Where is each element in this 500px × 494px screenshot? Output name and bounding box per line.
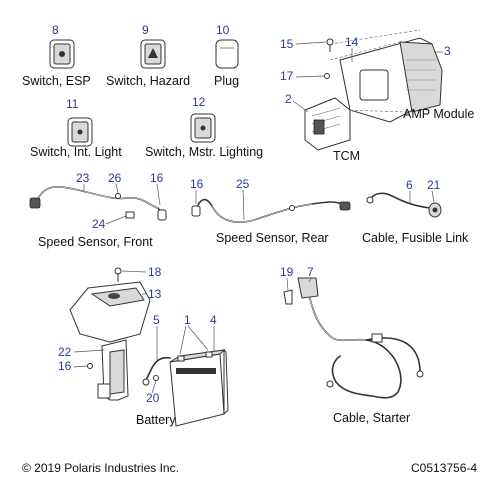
screw-18[interactable] <box>114 267 122 282</box>
callout-3: 3 <box>444 44 451 58</box>
label-cable-starter: Cable, Starter <box>333 411 410 425</box>
callout-19: 19 <box>280 265 294 279</box>
cable-starter-part[interactable] <box>297 277 424 399</box>
callout-13: 13 <box>148 287 162 301</box>
tcm-part[interactable] <box>304 97 351 151</box>
label-plug: Plug <box>214 74 239 88</box>
label-switch-esp: Switch, ESP <box>22 74 91 88</box>
callout-24: 24 <box>92 217 106 231</box>
label-amp-module: AMP Module <box>403 107 474 121</box>
callout-22: 22 <box>58 345 72 359</box>
speed-sensor-front-part[interactable] <box>29 186 167 221</box>
callout-16-rear: 16 <box>190 177 204 191</box>
amp-module-assembly[interactable] <box>329 29 443 123</box>
callout-16-front: 16 <box>150 171 164 185</box>
label-speed-sensor-front: Speed Sensor, Front <box>38 235 153 249</box>
label-speed-sensor-rear: Speed Sensor, Rear <box>216 231 329 245</box>
callout-14: 14 <box>345 35 359 49</box>
label-tcm: TCM <box>333 149 360 163</box>
screw-16-battery[interactable] <box>87 363 93 369</box>
callout-5: 5 <box>153 313 160 327</box>
callout-21: 21 <box>427 178 441 192</box>
speed-sensor-rear-part[interactable] <box>191 198 351 223</box>
label-switch-int-light: Switch, Int. Light <box>30 145 122 159</box>
cable-fusible-link-part[interactable] <box>366 192 442 218</box>
callout-26: 26 <box>108 171 122 185</box>
callout-17: 17 <box>280 69 294 83</box>
label-switch-mstr-lighting: Switch, Mstr. Lighting <box>145 145 263 159</box>
callout-6: 6 <box>406 178 413 192</box>
callout-23: 23 <box>76 171 90 185</box>
clip-19[interactable] <box>283 289 293 305</box>
copyright-text: © 2019 Polaris Industries Inc. <box>22 461 179 475</box>
callout-20: 20 <box>146 391 160 405</box>
callout-8: 8 <box>52 23 59 37</box>
switch-esp-part[interactable] <box>49 39 75 69</box>
screw-15[interactable] <box>326 38 334 52</box>
battery-bracket-part[interactable] <box>97 339 129 401</box>
callout-10: 10 <box>216 23 230 37</box>
label-switch-hazard: Switch, Hazard <box>106 74 190 88</box>
switch-int-light-part[interactable] <box>67 117 93 147</box>
screw-17[interactable] <box>324 73 330 79</box>
callout-7: 7 <box>307 265 314 279</box>
screw-20[interactable] <box>153 375 159 381</box>
callout-16-battery: 16 <box>58 359 72 373</box>
callout-1: 1 <box>184 313 191 327</box>
callout-12: 12 <box>192 95 206 109</box>
label-cable-fusible-link: Cable, Fusible Link <box>362 231 469 245</box>
callout-9: 9 <box>142 23 149 37</box>
callout-25: 25 <box>236 177 250 191</box>
switch-hazard-part[interactable] <box>140 39 166 69</box>
callout-2: 2 <box>285 92 292 106</box>
callout-11: 11 <box>66 97 79 111</box>
callout-15: 15 <box>280 37 294 51</box>
diagram-code: C0513756-4 <box>411 461 477 475</box>
plug-part[interactable] <box>215 39 239 69</box>
battery-cable-part[interactable] <box>142 356 171 386</box>
battery-part[interactable] <box>169 348 229 427</box>
callout-4: 4 <box>210 313 217 327</box>
switch-mstr-lighting-part[interactable] <box>190 113 216 143</box>
callout-18: 18 <box>148 265 162 279</box>
label-battery: Battery <box>136 413 176 427</box>
battery-box-cover-part[interactable] <box>69 281 151 343</box>
